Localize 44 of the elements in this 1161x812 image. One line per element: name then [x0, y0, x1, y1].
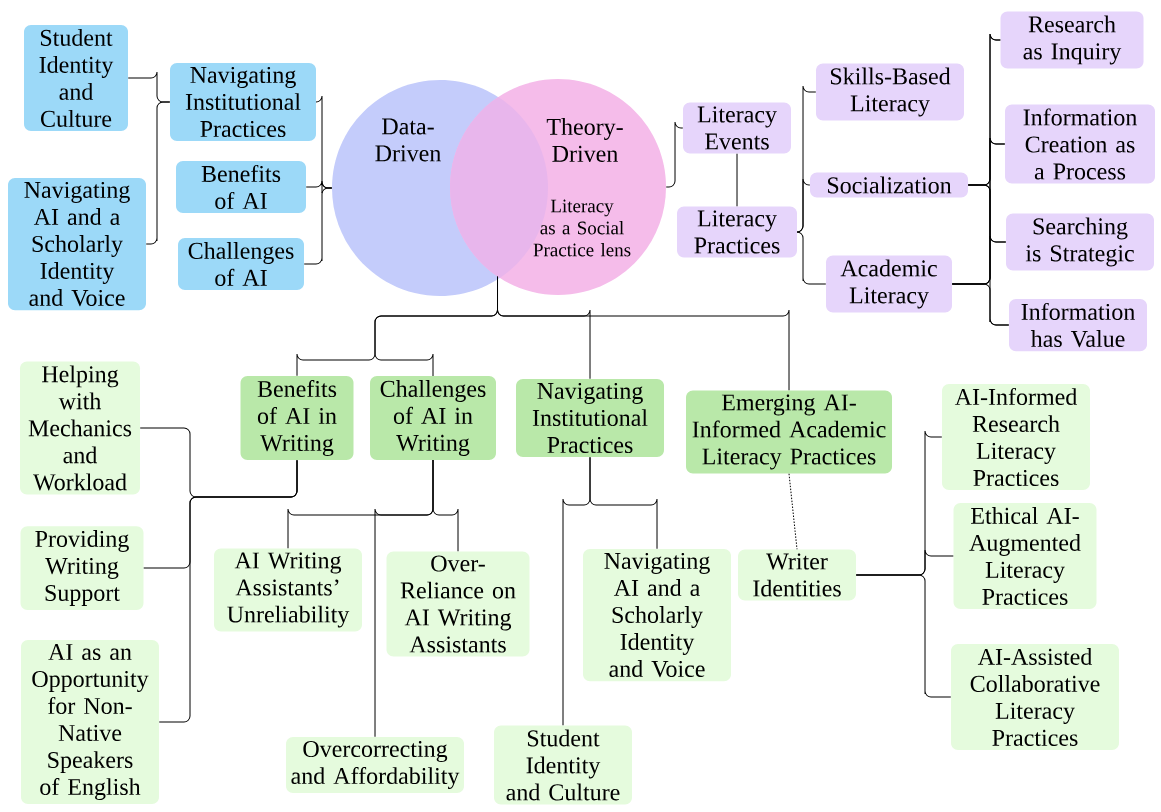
topic-box: Information has Value — [1009, 298, 1147, 352]
connector-line — [796, 178, 811, 233]
connector-line — [951, 283, 1010, 326]
topic-box: Over-Reliance on AI Writing Assistants — [386, 551, 530, 657]
topic-box: AI Writing Assistants’ Unreliability — [214, 548, 362, 632]
circle-label: Literacy as a Social Practice lens — [533, 199, 631, 257]
topic-box: AI-Informed Research Literacy Practices — [942, 383, 1090, 491]
topic-box: Overcorrecting and Affordability — [286, 737, 464, 794]
circle-title: Theory-Driven — [546, 118, 623, 162]
connector-line — [736, 153, 738, 207]
topic-box: Research as Inquiry — [1000, 11, 1144, 69]
circle-title: Data-Driven — [375, 118, 441, 162]
topic-box: Writer Identities — [738, 549, 856, 601]
topic-box: Benefits of AI — [176, 160, 306, 214]
topic-box: Benefits of AI in Writing — [240, 375, 354, 461]
connector-line — [497, 276, 790, 391]
connector-line — [158, 459, 298, 723]
topic-box: Literacy Events — [683, 102, 791, 154]
topic-box: Navigating Institutional Practices — [170, 62, 316, 142]
topic-box: AI-Assisted Collaborative Literacy Practices — [951, 644, 1119, 750]
connector-line — [562, 456, 591, 726]
topic-box: Navigating Institutional Practices — [516, 378, 664, 458]
topic-box: Navigating AI and a Scholarly Identity and Voice — [8, 177, 146, 311]
topic-box: Socialization — [810, 172, 968, 198]
topic-box: Helping with Mechanics and Workload — [20, 361, 140, 495]
topic-box: AI as an Opportunity for Non-Native Speakers of English — [21, 640, 159, 804]
connector-line — [788, 473, 798, 550]
topic-box: Searching is Strategic — [1006, 213, 1154, 271]
topic-box: Information Creation as a Process — [1005, 104, 1155, 184]
connector-line — [796, 231, 827, 285]
topic-box: Ethical AI-Augmented Literacy Practices — [953, 503, 1097, 609]
connector-line — [374, 459, 434, 738]
topic-box: Challenges of AI in Writing — [370, 376, 496, 460]
topic-box: Challenges of AI — [178, 238, 304, 290]
connector-line — [855, 574, 952, 698]
topic-box: Providing Writing Support — [20, 526, 144, 610]
topic-box: Student Identity and Culture — [494, 725, 632, 805]
topic-box: Academic Literacy — [826, 255, 952, 313]
topic-box: Student Identity and Culture — [24, 25, 128, 131]
topic-box: Skills-Based Literacy — [816, 63, 964, 121]
topic-box: Emerging AI-Informed Academic Literacy Practices — [686, 390, 892, 474]
topic-box: Navigating AI and a Scholarly Identity and Voice — [583, 548, 731, 682]
topic-box: Literacy Practices — [677, 206, 797, 258]
connector-line — [303, 187, 333, 265]
